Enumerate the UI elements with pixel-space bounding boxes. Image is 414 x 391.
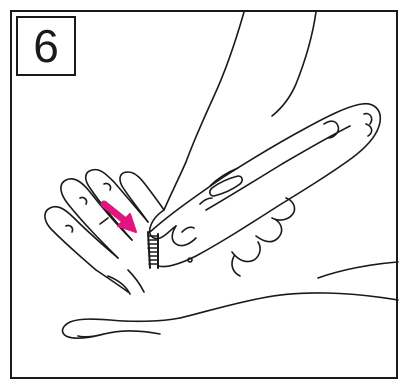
middle-finger [86, 170, 148, 240]
open-hand [45, 170, 398, 339]
step-number: 6 [33, 23, 59, 69]
pinky-finger [45, 207, 118, 270]
holding-hand [150, 12, 316, 276]
step-number-badge: 6 [16, 16, 76, 76]
trimmer-device [150, 104, 380, 267]
